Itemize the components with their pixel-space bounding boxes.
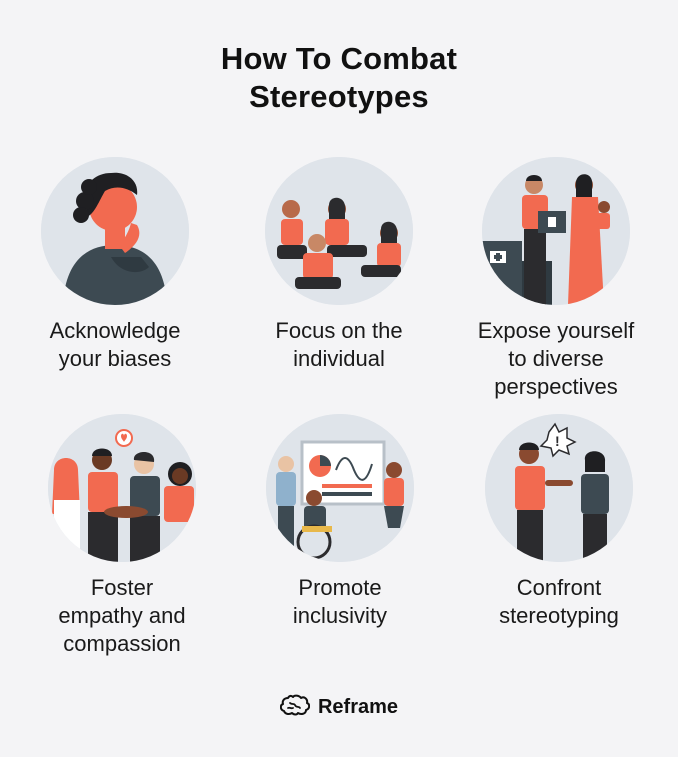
tip-label: Foster empathy and compassion [58, 575, 186, 656]
title-line-2: Stereotypes [249, 79, 429, 114]
tip-label: Confront stereotyping [499, 575, 619, 628]
tip-label: Promote inclusivity [292, 575, 388, 628]
svg-text:!: ! [555, 433, 560, 449]
brand-footer: Reframe [0, 692, 678, 722]
confrontation-illustration: ! [485, 414, 633, 562]
presentation-wheelchair-illustration [266, 414, 414, 562]
brand-name: Reframe [317, 695, 399, 718]
team-hands-illustration [48, 414, 196, 562]
tip-label: Acknowledge your biases [49, 318, 181, 371]
tip-label: Focus on the individual [275, 318, 403, 371]
person-thinking-illustration [41, 157, 189, 305]
aid-workers-illustration [482, 157, 630, 305]
page-title: How To Combat Stereotypes [0, 40, 678, 116]
title-line-1: How To Combat [220, 41, 458, 76]
brain-icon [279, 694, 311, 721]
tip-label: Expose yourself to diverse perspectives [477, 318, 635, 399]
group-sitting-illustration [265, 157, 413, 305]
